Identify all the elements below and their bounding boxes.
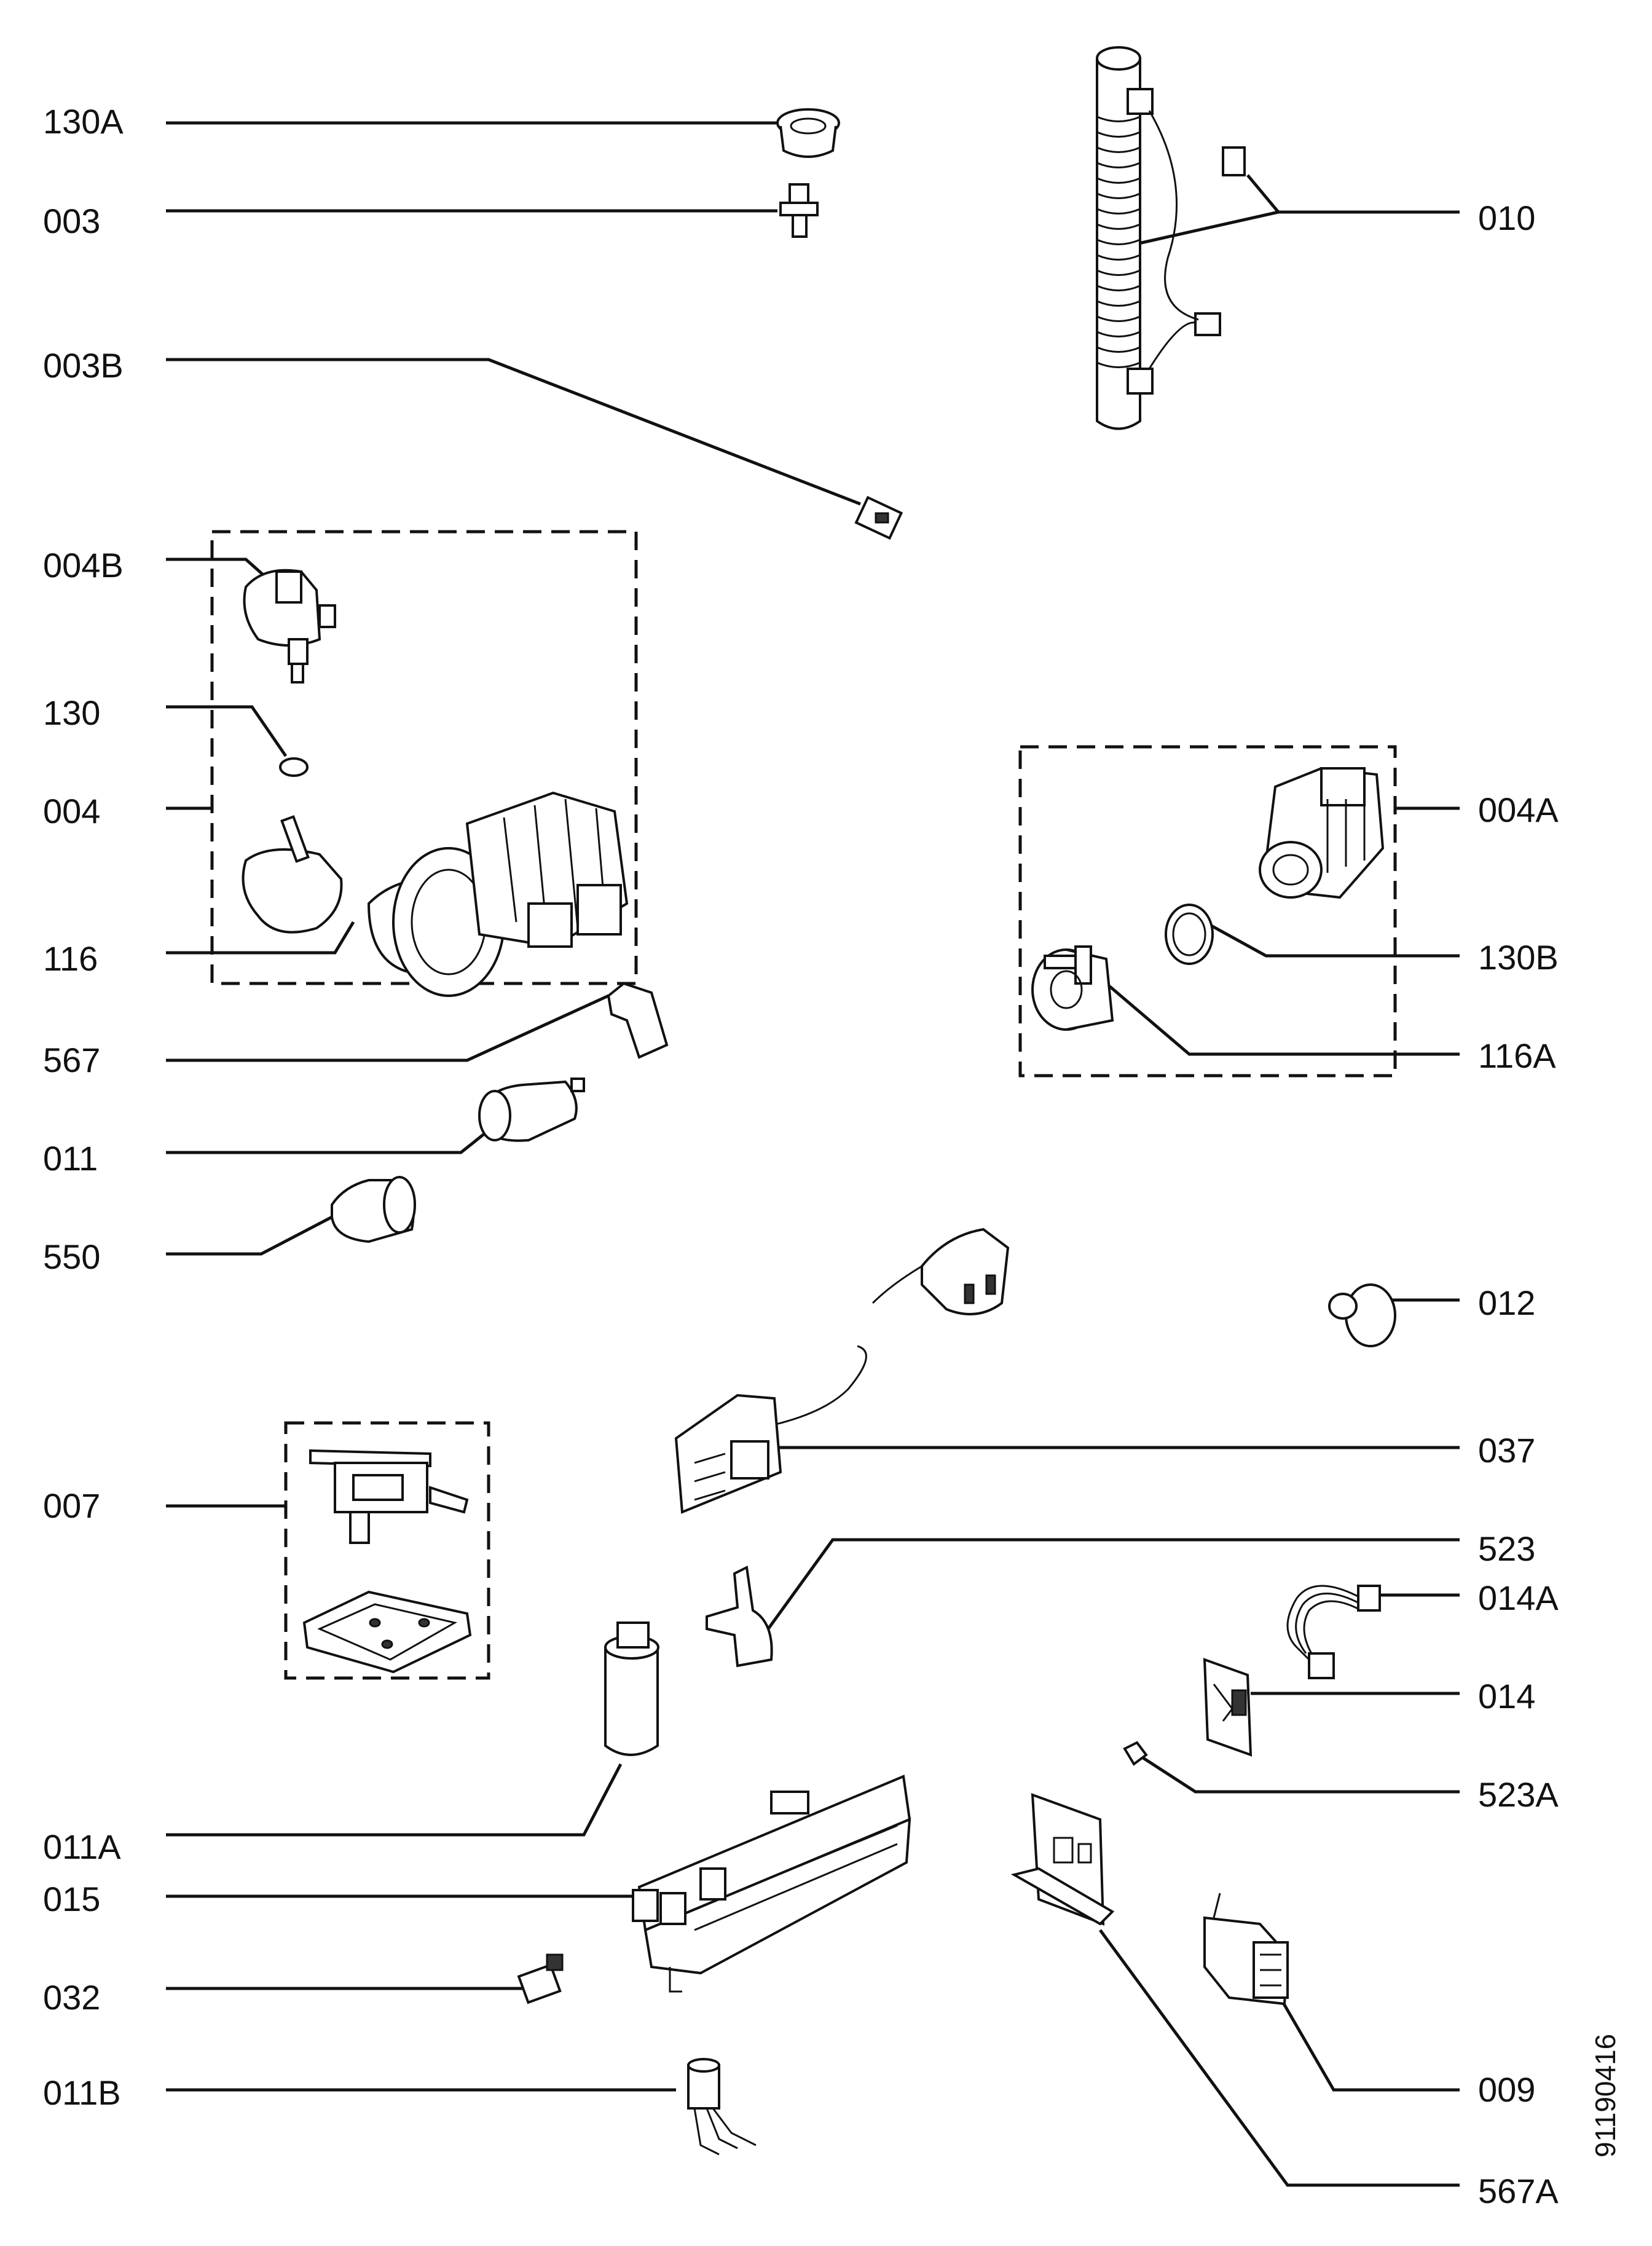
label-130: 130 xyxy=(43,693,101,732)
part-015-terminal-block xyxy=(632,1775,911,1993)
label-004A: 004A xyxy=(1478,790,1559,829)
label-116A: 116A xyxy=(1478,1036,1556,1075)
leader-567A xyxy=(1098,1929,1460,2187)
part-567A-bracket xyxy=(1010,1793,1115,1926)
leader-010-b xyxy=(1127,210,1279,248)
label-011B: 011B xyxy=(43,2073,121,2112)
label-004: 004 xyxy=(43,792,101,830)
label-011: 011 xyxy=(43,1139,98,1178)
part-004B-pressure-switch xyxy=(243,569,336,684)
part-011A-capacitor xyxy=(604,1621,659,1756)
part-007-door-lock xyxy=(302,1449,472,1674)
part-130-seal xyxy=(279,757,309,777)
label-009: 009 xyxy=(1478,2070,1536,2109)
leader-003B xyxy=(166,358,861,506)
label-567A: 567A xyxy=(1478,2172,1559,2210)
label-007: 007 xyxy=(43,1486,101,1525)
part-004-pump-assembly xyxy=(242,791,629,997)
label-003: 003 xyxy=(43,202,101,240)
part-523-clip xyxy=(706,1565,773,1668)
label-550: 550 xyxy=(43,1237,101,1276)
part-009-relay xyxy=(1203,1893,1289,2006)
label-567: 567 xyxy=(43,1041,101,1079)
part-014A-wiring-harness xyxy=(1286,1585,1381,1679)
label-130A: 130A xyxy=(43,102,124,141)
leader-011 xyxy=(166,1127,493,1154)
label-012: 012 xyxy=(1478,1283,1536,1322)
part-037-power-cord xyxy=(674,1227,1010,1514)
group-box-004A xyxy=(1018,745,1397,1078)
label-523A: 523A xyxy=(1478,1775,1559,1814)
group-box-007 xyxy=(284,1421,490,1680)
part-003B-connector xyxy=(854,495,903,540)
leader-567 xyxy=(166,994,610,1062)
leader-130B xyxy=(1203,920,1460,958)
leader-116 xyxy=(166,921,355,955)
leader-550 xyxy=(166,1215,333,1256)
part-011-capacitor xyxy=(478,1078,585,1142)
label-523: 523 xyxy=(1478,1529,1536,1568)
drawing-number: 91190416 xyxy=(1589,2033,1621,2157)
part-523A-fastener xyxy=(1123,1741,1148,1766)
label-015: 015 xyxy=(43,1880,101,1918)
part-010-heater-tube xyxy=(1096,46,1246,430)
label-003B: 003B xyxy=(43,346,124,385)
part-004A-drain-pump xyxy=(1259,766,1385,899)
label-130B: 130B xyxy=(1478,938,1559,977)
part-014-circuit-board xyxy=(1203,1658,1253,1757)
leader-523 xyxy=(766,1538,1460,1630)
label-032: 032 xyxy=(43,1978,101,2017)
label-116: 116 xyxy=(43,939,98,978)
part-130B-o-ring xyxy=(1165,904,1214,965)
leader-010 xyxy=(1246,174,1460,214)
leader-009 xyxy=(1264,1972,1460,2092)
label-037: 037 xyxy=(1478,1431,1536,1470)
part-130A-grommet xyxy=(776,108,840,158)
leader-lines-left xyxy=(166,121,861,2092)
leader-011A xyxy=(166,1763,623,1837)
part-567-clip xyxy=(607,982,669,1059)
leader-116A xyxy=(1105,982,1460,1056)
label-014A: 014A xyxy=(1478,1578,1559,1617)
part-012-thermostat xyxy=(1328,1283,1396,1347)
label-011A: 011A xyxy=(43,1827,121,1866)
leader-523A xyxy=(1142,1756,1460,1794)
part-032-switch xyxy=(517,1953,564,2004)
leader-130 xyxy=(166,705,288,757)
part-003-valve xyxy=(779,183,819,238)
label-014: 014 xyxy=(1478,1677,1536,1716)
part-550-knob xyxy=(331,1176,416,1243)
leader-lines-right xyxy=(766,174,1460,2187)
part-116A-pump-housing xyxy=(1031,945,1114,1031)
label-004B: 004B xyxy=(43,546,124,585)
part-011B-suppressor xyxy=(687,2058,757,2156)
label-010: 010 xyxy=(1478,199,1536,237)
